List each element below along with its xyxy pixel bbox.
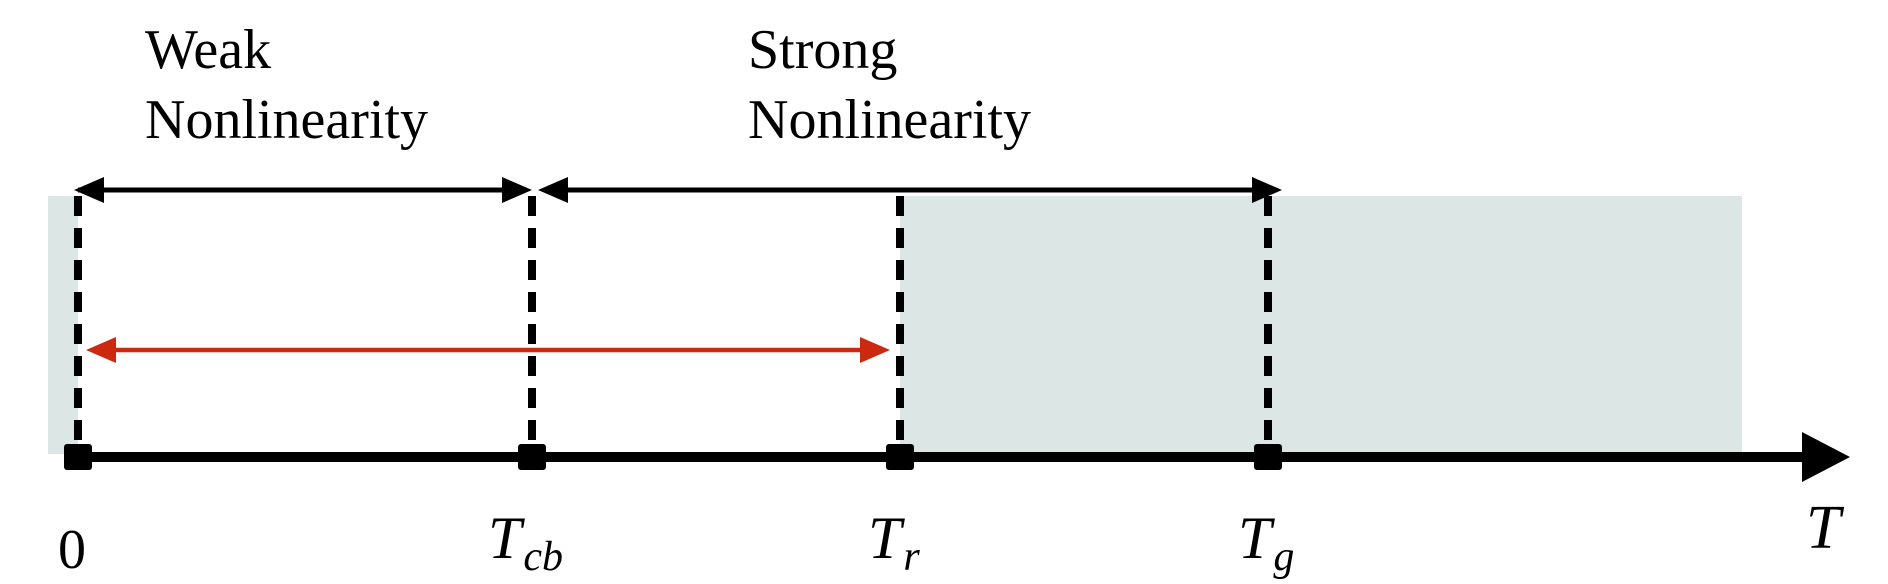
tick-label-tr-sub: r (903, 534, 920, 580)
tick-marker-tg (1254, 444, 1282, 470)
weak-range-arrow (74, 177, 532, 203)
tick-label-tcb: Tcb (488, 505, 563, 580)
strong-label-line1: Strong (748, 19, 897, 81)
red-range-arrow (86, 337, 890, 363)
tick-label-tg: Tg (1238, 505, 1294, 580)
tick-label-tr: Tr (868, 505, 920, 580)
tick-marker-zero (64, 444, 92, 470)
tick-marker-tr (886, 444, 914, 470)
weak-label-line1: Weak (145, 19, 271, 81)
shaded-region-left (48, 196, 78, 454)
strong-range-arrow (538, 177, 1282, 203)
time-axis (78, 432, 1850, 482)
weak-label-line2: Nonlinearity (145, 89, 428, 151)
tick-label-tg-sub: g (1273, 534, 1294, 580)
tick-label-tg-main: T (1238, 505, 1275, 571)
tick-label-tr-main: T (868, 505, 905, 571)
tick-label-zero: 0 (58, 519, 86, 581)
axis-variable-label: T (1806, 494, 1845, 562)
tick-marker-tcb (518, 444, 546, 470)
tick-label-zero-main: 0 (58, 519, 86, 581)
shaded-region-right (900, 196, 1742, 454)
tick-label-tcb-main: T (488, 505, 525, 571)
tick-label-tcb-sub: cb (523, 534, 563, 580)
strong-label-line2: Nonlinearity (748, 89, 1031, 151)
